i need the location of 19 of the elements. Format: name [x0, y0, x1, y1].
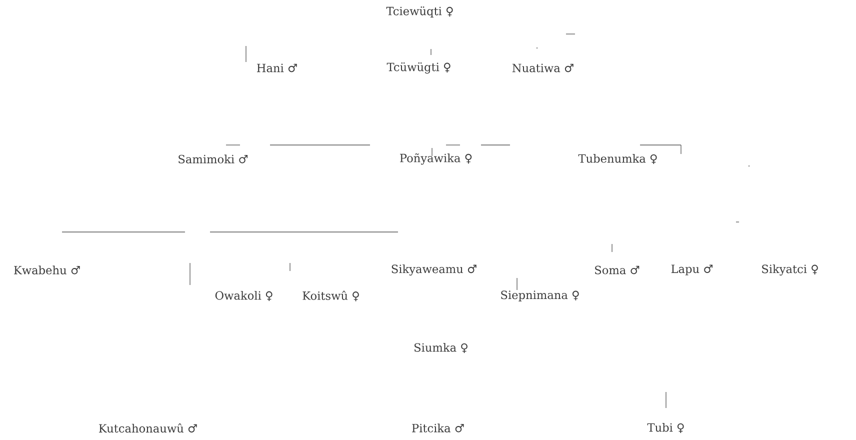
name-label: Sikyaweamu ♂	[392, 264, 476, 276]
name-label: Koitswû ♀	[302, 290, 359, 302]
name-label: Tubi ♀	[647, 422, 684, 433]
name-label: Tciewüqti ♀	[386, 6, 453, 18]
name-label: Poñyawika ♀	[400, 153, 472, 165]
name-label: Kutcahonauwû ♂	[99, 423, 197, 433]
name-label: Tubenumka ♀	[578, 154, 657, 164]
name-label: Kwabehu ♂	[14, 266, 80, 274]
name-label: Samimoki ♂	[178, 154, 248, 164]
name-label: Lapu ♂	[671, 264, 713, 276]
name-label: Nuatiwa ♂	[512, 64, 574, 72]
name-label: Owakoli ♀	[215, 290, 272, 301]
name-label: Pitcika ♂	[412, 424, 464, 432]
name-label: Soma ♂	[595, 266, 640, 274]
name-label: Sikyatci ♀	[762, 264, 818, 276]
name-label: Siepnimana ♀	[501, 290, 579, 302]
name-label: Hani ♂	[257, 64, 297, 72]
name-label: Tcüwügti ♀	[386, 62, 450, 74]
name-label: Siumka ♀	[414, 342, 468, 353]
